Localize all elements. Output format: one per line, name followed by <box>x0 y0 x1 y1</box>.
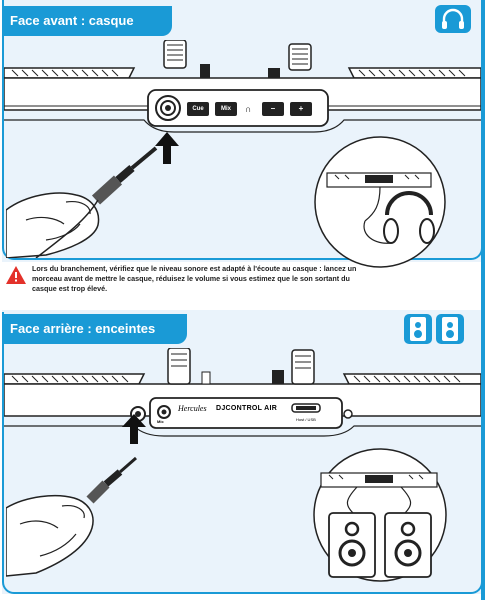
rear-product-text: DJCONTROL AIR <box>216 405 278 412</box>
left-deck <box>4 67 136 79</box>
rear-controller-illustration <box>4 348 481 437</box>
volume-up-label: + <box>298 104 304 113</box>
headphones-inset <box>314 136 446 268</box>
front-controller-illustration <box>4 40 481 133</box>
cue-label: Cue <box>192 106 204 112</box>
front-section-header: Face avant : casque <box>2 6 172 36</box>
mix-label: Mix <box>220 106 231 112</box>
rear-brand-text: Hercules <box>178 404 207 413</box>
volume-down-label: – <box>270 104 276 113</box>
hand-with-jack-illustration <box>6 146 158 258</box>
rear-section-title: Face arrière : enceintes <box>10 321 156 336</box>
arrow-up-rear-icon <box>122 414 146 444</box>
right-deck <box>347 67 481 79</box>
volume-up-button[interactable]: + <box>290 102 312 116</box>
speakers-icon <box>404 314 464 344</box>
warning-icon <box>6 266 26 284</box>
headphone-symbol-icon: ∩ <box>245 104 252 114</box>
headphones-icon <box>435 5 471 33</box>
cue-button[interactable]: Cue <box>187 102 209 116</box>
volume-down-button[interactable]: – <box>262 102 284 116</box>
mix-button[interactable]: Mix <box>215 102 237 116</box>
front-section-title: Face avant : casque <box>10 13 134 28</box>
speakers-inset <box>313 448 447 582</box>
rear-mic-label: Mic <box>157 419 164 424</box>
arrow-up-icon <box>155 132 179 164</box>
rear-section-header: Face arrière : enceintes <box>2 314 187 344</box>
hand-with-minijack-illustration <box>6 456 137 577</box>
warning-text: Lors du branchement, vérifiez que le niv… <box>32 264 357 293</box>
page-edge-strip <box>481 0 485 600</box>
rear-port-label: Host / USB <box>296 417 316 422</box>
